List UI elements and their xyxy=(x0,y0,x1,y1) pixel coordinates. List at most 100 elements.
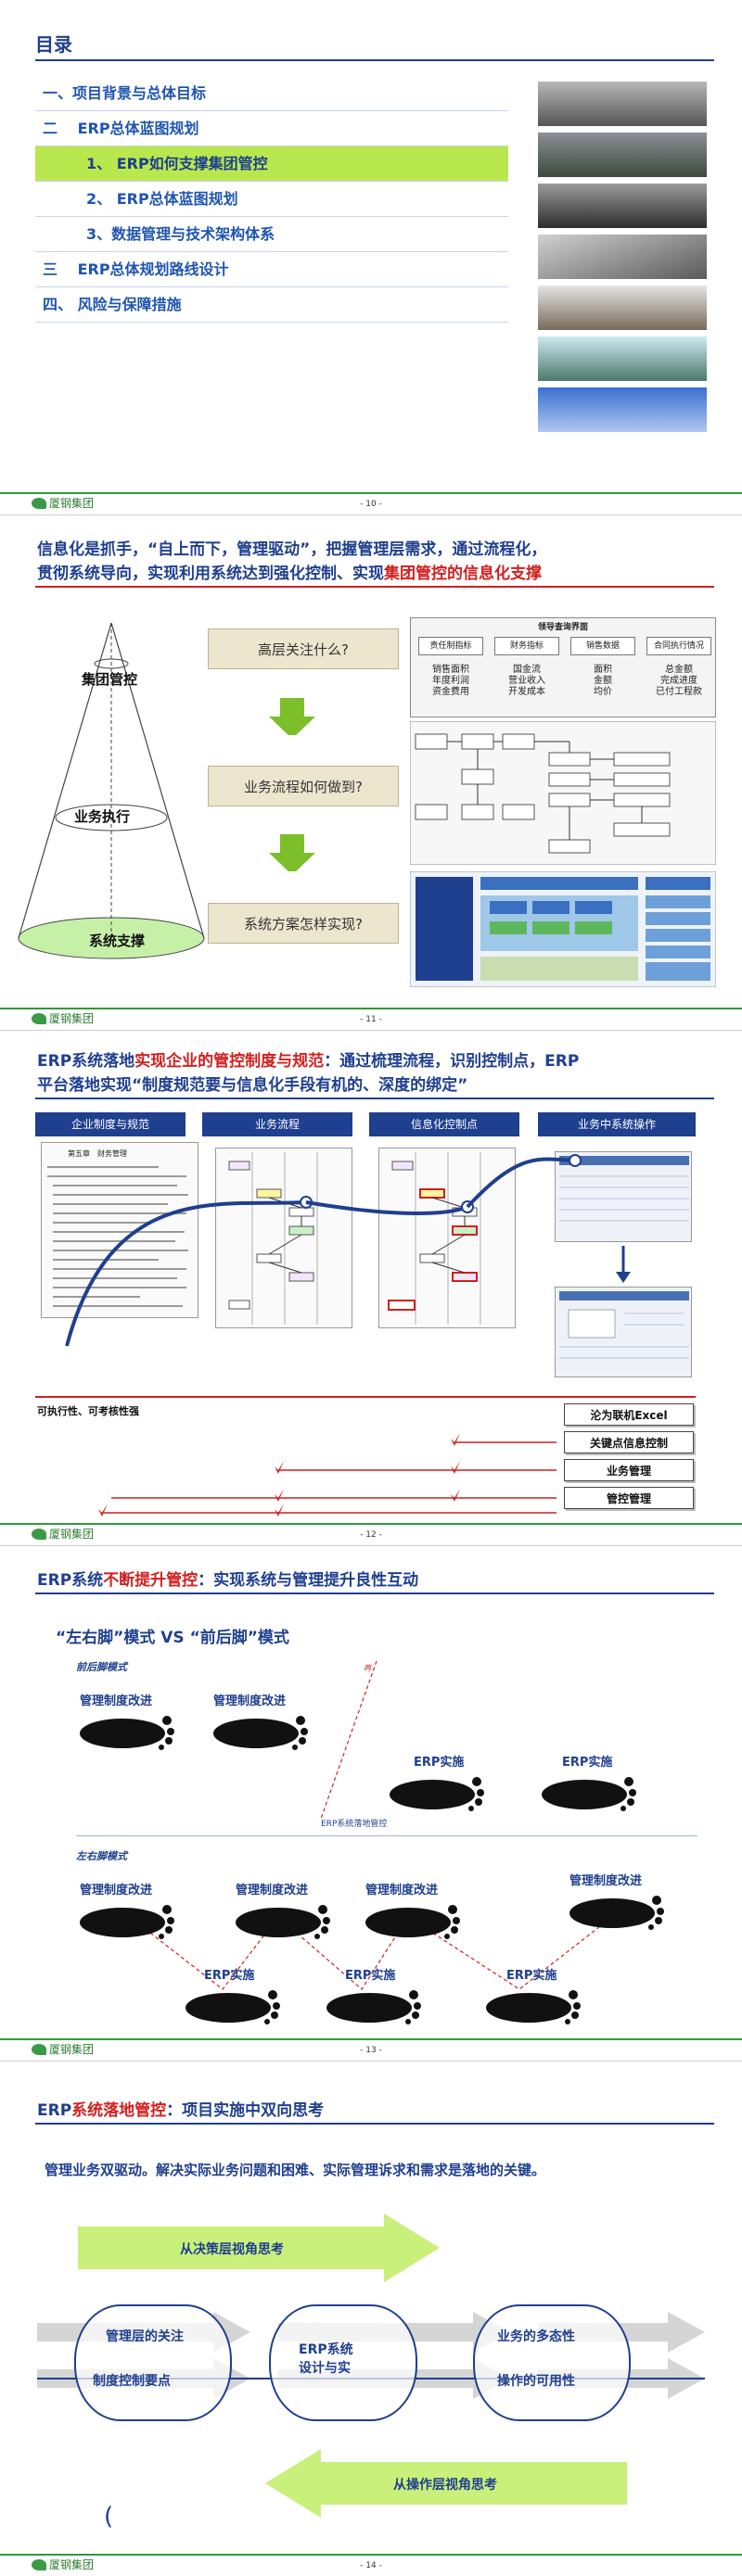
subtitle: “左右脚”模式 VS “前后脚”模式 xyxy=(56,1629,289,1647)
slide-toc: 目录 一、项目背景与总体目标 二 ERP总体蓝图规划 1、 ERP如何支撑集团管… xyxy=(0,0,742,515)
toc-item[interactable]: 一、项目背景与总体目标 xyxy=(35,76,508,111)
page-number: - 14 - xyxy=(360,2561,382,2570)
toc-item[interactable]: 三 ERP总体规划路线设计 xyxy=(35,252,508,287)
slide-title: ERP系统不断提升管控：实现系统与管理提升良性互动 xyxy=(37,1571,419,1590)
level-box: 业务管理 xyxy=(564,1459,694,1481)
slide-controls: ERP系统落地实现企业的管控制度与规范：通过梳理流程，识别控制点，ERP 平台落… xyxy=(0,1031,742,1546)
slide-title: 目录 xyxy=(35,33,72,56)
leaf-icon xyxy=(32,1013,46,1024)
level-box: 关键点信息控制 xyxy=(564,1431,694,1453)
svg-text:两: 两 xyxy=(364,1664,373,1672)
stray-glyph: ( xyxy=(104,2503,114,2531)
page-number: - 10 - xyxy=(360,500,382,509)
footprint-icon xyxy=(80,1905,174,1939)
flow-curve-arrows xyxy=(65,1154,582,1347)
cone-label-mid: 业务执行 xyxy=(74,808,131,825)
tab-process[interactable]: 业务流程 xyxy=(202,1112,352,1136)
break-label: ERP系统落地管控 xyxy=(321,1820,388,1829)
slide-cone: 信息化是抓手，“自上而下，管理驱动”，把握管理层需求，通过流程化， 贯彻系统导向… xyxy=(0,515,742,1031)
title-rule xyxy=(35,59,714,61)
page-number: - 12 - xyxy=(360,1530,382,1540)
label-mgmt: 管理制度改进 xyxy=(213,1694,287,1708)
mode-divider xyxy=(76,1835,697,1836)
label-mgmt: 管理制度改进 xyxy=(80,1884,153,1897)
slide-title: 信息化是抓手，“自上而下，管理驱动”，把握管理层需求，通过流程化， xyxy=(37,540,547,559)
photo-handshake xyxy=(538,387,707,432)
footprint-icon xyxy=(365,1905,460,1939)
mode-label-front-back: 前后脚模式 xyxy=(76,1661,127,1673)
tab-policy[interactable]: 企业制度与规范 xyxy=(35,1112,186,1136)
control-point-diagram xyxy=(378,1148,516,1328)
leaf-icon xyxy=(32,2559,46,2570)
leaf-icon xyxy=(32,1529,46,1540)
arrow-down-icon xyxy=(269,698,315,735)
arrow-down-icon xyxy=(269,834,315,871)
dashboard-tab[interactable]: 责任制指标 xyxy=(418,637,483,655)
screen-content xyxy=(559,1156,689,1222)
cylinder-left xyxy=(74,2304,232,2421)
slide-footer xyxy=(0,1523,742,1545)
title-rule xyxy=(35,1098,714,1099)
dashboard-tab[interactable]: 销售数据 xyxy=(570,637,635,655)
arrow-top-label: 从决策层视角思考 xyxy=(180,2242,284,2257)
process-diagram xyxy=(215,1148,352,1328)
metric-stack: 国金流营业收入开发成本 xyxy=(508,665,545,697)
leaf-icon xyxy=(32,498,46,509)
slide-title: ERP系统落地实现企业的管控制度与规范：通过梳理流程，识别控制点，ERP xyxy=(37,1052,580,1071)
page-number: - 13 - xyxy=(360,2046,382,2055)
metric-stack: 销售面积年度利润资金费用 xyxy=(432,665,469,697)
metric-stack: 总金额完成进度已付工程款 xyxy=(656,665,702,697)
toc-item[interactable]: 3、数据管理与技术架构体系 xyxy=(35,217,508,252)
slide-two-way: ERP系统落地管控：项目实施中双向思考 管理业务双驱动。解决实际业务问题和困难、… xyxy=(0,2062,742,2576)
metric-stack: 面积金额均价 xyxy=(594,665,612,697)
leaf-icon xyxy=(32,2044,46,2055)
company-logo: 厦钢集团 xyxy=(32,1526,94,1542)
slide-title-line2: 贯彻系统导向，实现利用系统达到强化控制、实现集团管控的信息化支撑 xyxy=(37,565,542,583)
footprint-icon xyxy=(390,1777,484,1811)
label-erp: ERP实施 xyxy=(506,1969,557,1983)
toc-item-active[interactable]: 1、 ERP如何支撑集团管控 xyxy=(35,146,508,182)
arrow-right-icon xyxy=(78,2214,440,2282)
company-logo: 厦钢集团 xyxy=(32,495,94,511)
label-design-impl: 设计与实 xyxy=(299,2361,351,2376)
slide-footprints: ERP系统不断提升管控：实现系统与管理提升良性互动 “左右脚”模式 VS “前后… xyxy=(0,1546,742,2062)
toc-item[interactable]: 四、 风险与保障措施 xyxy=(35,287,508,323)
dashboard-tab[interactable]: 财务指标 xyxy=(494,637,559,655)
label-mgmt: 管理制度改进 xyxy=(365,1884,439,1897)
page-number: - 11 - xyxy=(360,1015,382,1024)
break-line: 两 xyxy=(320,1661,377,1820)
question-box-1: 高层关注什么? xyxy=(208,628,399,669)
arrow-down-icon xyxy=(616,1246,631,1283)
swimlane xyxy=(228,1152,318,1325)
label-mgmt: 管理制度改进 xyxy=(236,1884,309,1897)
footprint-icon xyxy=(569,1896,664,1930)
footprint-icon xyxy=(542,1777,636,1811)
tab-system-ops[interactable]: 业务中系统操作 xyxy=(538,1112,696,1136)
dashboard-tab[interactable]: 合同执行情况 xyxy=(646,637,711,655)
level-box: 沦为联机Excel xyxy=(564,1403,694,1426)
divider-line xyxy=(35,1396,696,1398)
system-architecture xyxy=(410,871,716,987)
photo-truck xyxy=(538,286,707,330)
label-erp-system: ERP系统 xyxy=(299,2342,353,2357)
cylinder-right xyxy=(473,2304,631,2421)
question-box-2: 业务流程如何做到? xyxy=(208,766,399,806)
label-usability: 操作的可用性 xyxy=(497,2374,575,2389)
label-erp: ERP实施 xyxy=(414,1756,465,1770)
toc-item[interactable]: 2、 ERP总体蓝图规划 xyxy=(35,182,508,217)
policy-document: 第五章 财务管理 xyxy=(41,1142,198,1318)
title-rule xyxy=(35,586,714,588)
slide-footer xyxy=(0,1008,742,1030)
tab-control-points[interactable]: 信息化控制点 xyxy=(369,1112,519,1136)
zigzag-path xyxy=(129,1916,613,1990)
mode-label-left-right: 左右脚模式 xyxy=(76,1850,127,1862)
toc-item[interactable]: 二 ERP总体蓝图规划 xyxy=(35,111,508,146)
cylinder-middle xyxy=(269,2304,417,2421)
cone-diagram xyxy=(18,622,205,959)
screen-content xyxy=(559,1291,689,1359)
system-screen-2 xyxy=(555,1287,692,1377)
photo-crane xyxy=(538,133,707,177)
slide-footer xyxy=(0,2554,742,2576)
photo-road xyxy=(538,235,707,279)
level-box: 管控管理 xyxy=(564,1487,694,1509)
